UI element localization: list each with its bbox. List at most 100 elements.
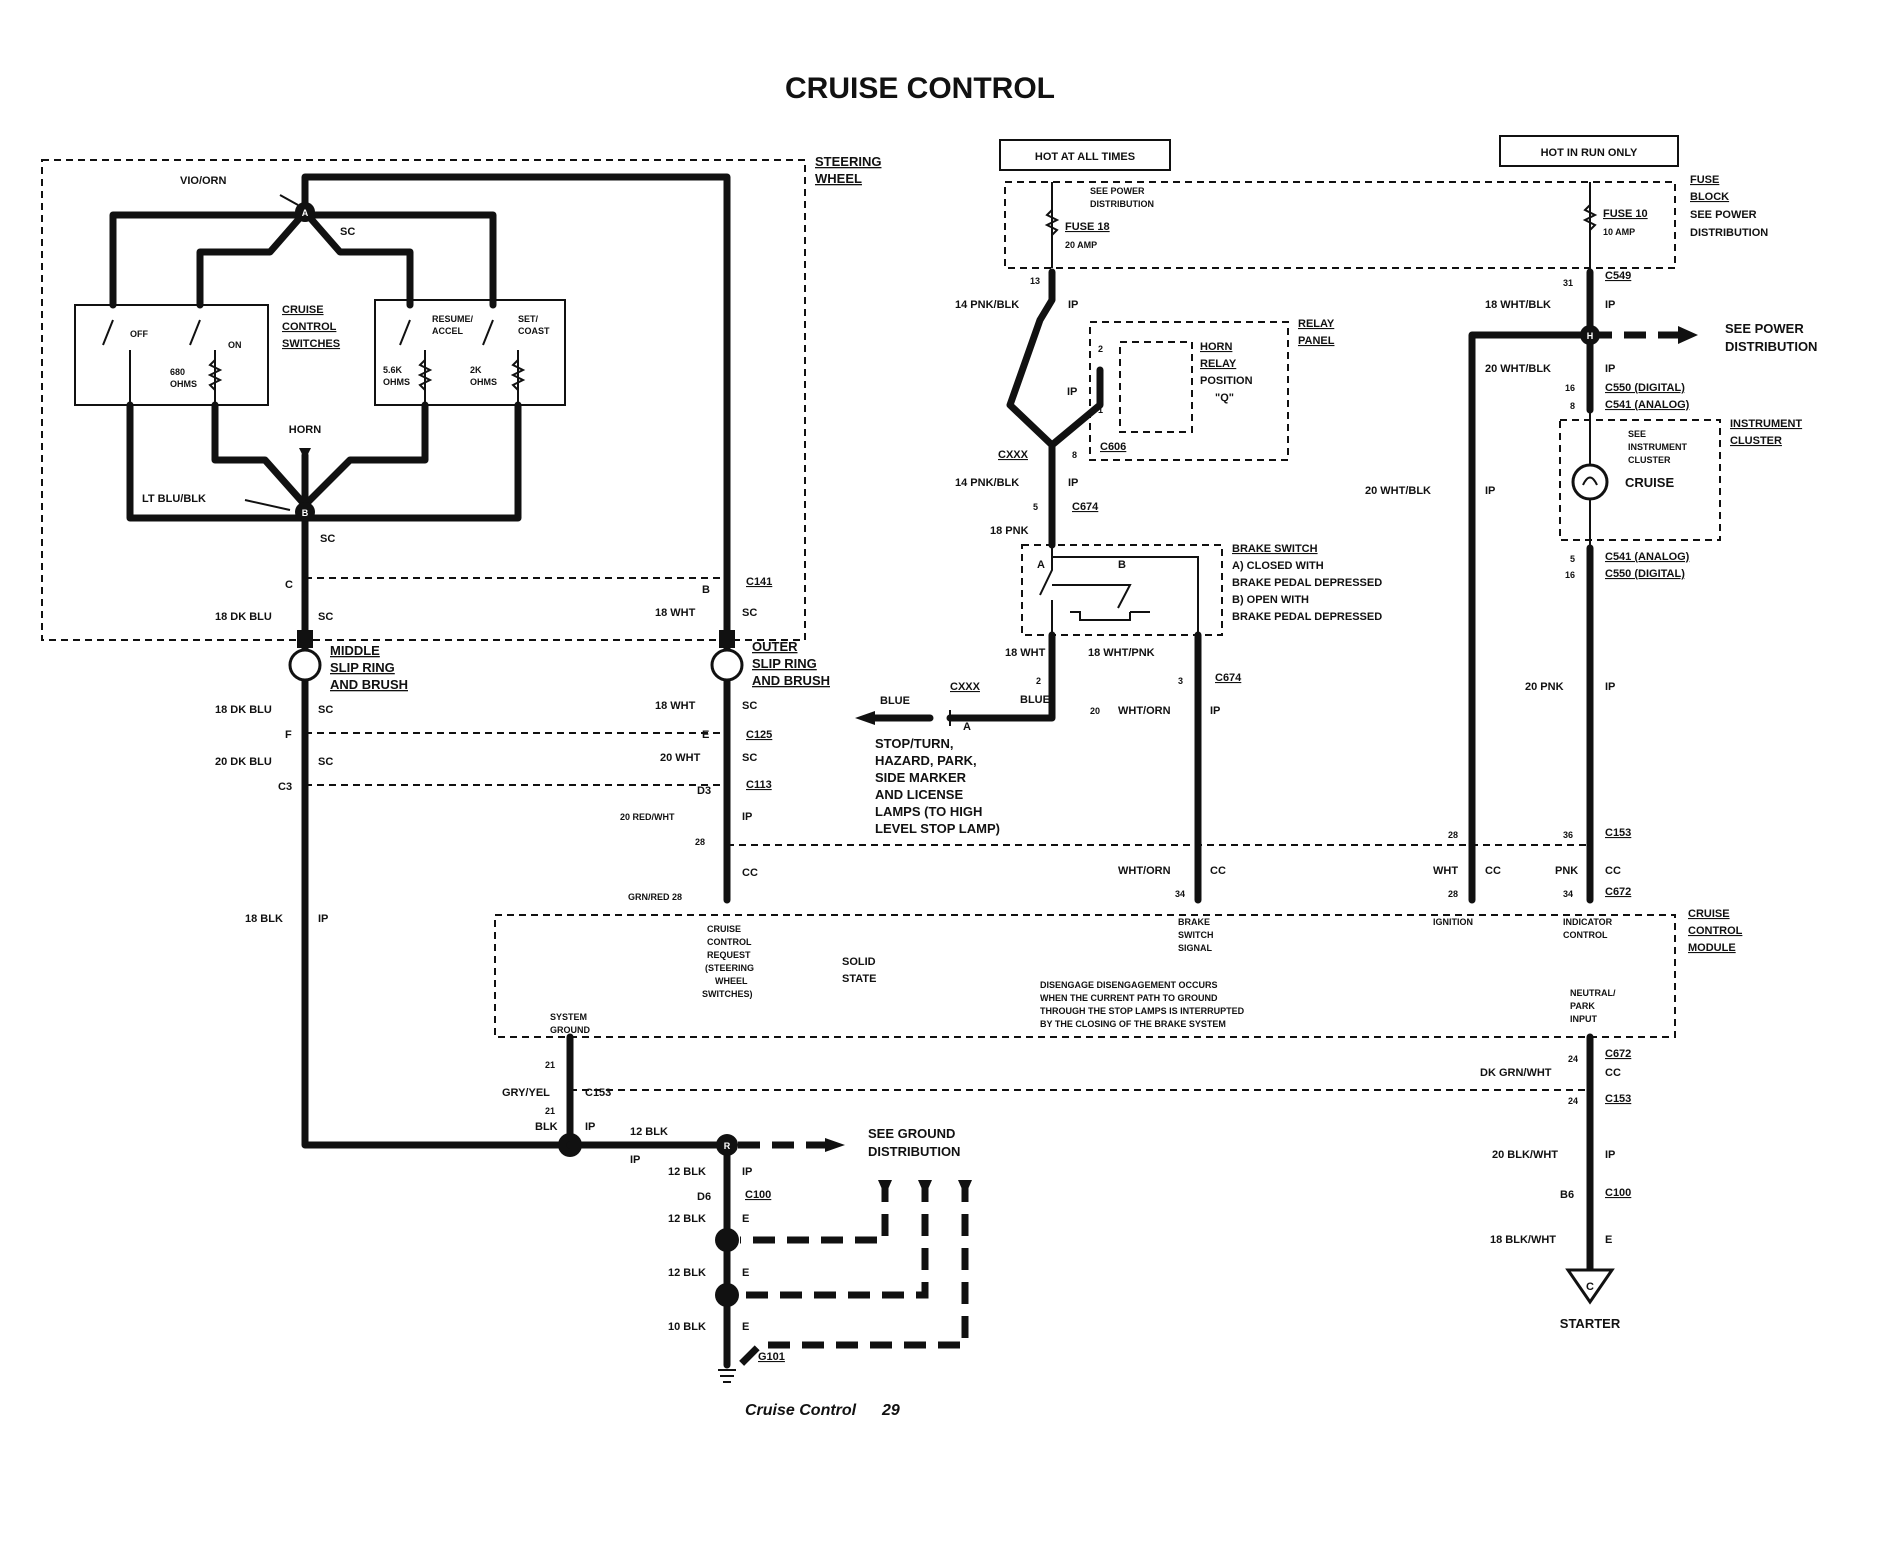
lamps-line-1: STOP/TURN, xyxy=(875,736,954,751)
cluster-pin-5: 5 xyxy=(1570,554,1575,564)
see-power-small-1: SEE POWER xyxy=(1090,186,1145,196)
indicator-label-1: INDICATOR xyxy=(1563,917,1613,927)
c674-label-a: C674 xyxy=(1072,501,1099,513)
relay-panel-label-2: PANEL xyxy=(1298,335,1335,347)
splice-b xyxy=(295,502,315,522)
cluster-see-2: INSTRUMENT xyxy=(1628,442,1687,452)
wire-12-blk-d: 12 BLK xyxy=(668,1267,706,1279)
starter-connector xyxy=(1565,1268,1615,1305)
brake-wire-18-wht: 18 WHT xyxy=(1005,647,1046,659)
ip-label-starter: IP xyxy=(1605,1149,1615,1161)
b6-label: B6 xyxy=(1560,1189,1574,1201)
module-title-2: CONTROL xyxy=(1688,925,1743,937)
footer-title: Cruise Control xyxy=(745,1402,857,1419)
cc-label-a: CC xyxy=(742,867,758,879)
svg-text:A: A xyxy=(302,208,309,218)
cruise-on-off-switch-box xyxy=(74,304,269,406)
cruise-control-module-boundary xyxy=(494,914,1676,1038)
c541-label-b: C541 (ANALOG) xyxy=(1605,551,1690,563)
cluster-see-3: CLUSTER xyxy=(1628,455,1671,465)
c113-label: C113 xyxy=(746,779,772,791)
wire-18-blk: 18 BLK xyxy=(245,913,283,925)
ip-label-h: IP xyxy=(1605,681,1615,693)
lamps-line-3: SIDE MARKER xyxy=(875,770,967,785)
disengage-line-1: DISENGAGE DISENGAGEMENT OCCURS xyxy=(1040,980,1218,990)
neutral-label-1: NEUTRAL/ xyxy=(1570,988,1616,998)
middle-slip-label-1: MIDDLE xyxy=(330,643,380,658)
brake-pin-34: 34 xyxy=(1175,889,1185,899)
sc-label-c: SC xyxy=(318,704,333,716)
wire-14-pnk-blk-a: 14 PNK/BLK xyxy=(955,299,1019,311)
disengage-line-3: THROUGH THE STOP LAMPS IS INTERRUPTED xyxy=(1040,1006,1245,1016)
see-ground-1: SEE GROUND xyxy=(868,1126,955,1141)
pin-31: 31 xyxy=(1563,278,1573,288)
wire-10-blk: 10 BLK xyxy=(668,1321,706,1333)
outer-slip-ring-brush xyxy=(719,630,735,648)
brake-signal-1: BRAKE xyxy=(1178,917,1210,927)
wire-12-blk-a: 12 BLK xyxy=(630,1126,668,1138)
horn-relay-label-3: POSITION xyxy=(1200,375,1253,387)
c141-label: C141 xyxy=(746,576,772,588)
outer-slip-label-3: AND BRUSH xyxy=(752,673,830,688)
wire-14-pnk-blk-b: 14 PNK/BLK xyxy=(955,477,1019,489)
cruise-indicator-label: CRUISE xyxy=(1625,475,1674,490)
ip-label-b: IP xyxy=(318,913,328,925)
starter-pin-24-a: 24 xyxy=(1568,1054,1578,1064)
r56k-ohms: OHMS xyxy=(383,377,410,387)
svg-text:C: C xyxy=(1586,1281,1594,1293)
wire-18-wht-a: 18 WHT xyxy=(655,607,696,619)
cxxx-label-b: CXXX xyxy=(950,681,981,693)
wire-18-wht-blk: 18 WHT/BLK xyxy=(1485,299,1551,311)
ip-label-f: IP xyxy=(1068,477,1078,489)
wire-18-dk-blu-b: 18 DK BLU xyxy=(215,704,272,716)
c674-label-b: C674 xyxy=(1215,672,1242,684)
brake-switch-section: BRAKE SWITCH A) CLOSED WITH BRAKE PEDAL … xyxy=(855,543,1382,904)
wire-18-wht-b: 18 WHT xyxy=(655,700,696,712)
r680-ohms: OHMS xyxy=(170,379,197,389)
steering-wheel-section: STEERING WHEEL A B VIO/ORN SC HORN LT BL… xyxy=(41,154,881,641)
accel-label: ACCEL xyxy=(432,326,464,336)
cruise-indicator-lamp xyxy=(1571,463,1609,501)
splice-h xyxy=(1580,325,1600,345)
r2k-ohms: OHMS xyxy=(470,377,497,387)
sc-label-top: SC xyxy=(340,226,355,238)
horn-relay-label-2: RELAY xyxy=(1200,358,1237,370)
horn-relay-section: RELAY PANEL HORN RELAY POSITION "Q" 2 1 … xyxy=(955,318,1335,537)
cluster-label-2: CLUSTER xyxy=(1730,435,1782,447)
fuse-10-amp: 10 AMP xyxy=(1603,227,1635,237)
module-pin-34: 34 xyxy=(1563,889,1573,899)
wire-12-blk-b: 12 BLK xyxy=(668,1166,706,1178)
horn-label: HORN xyxy=(289,424,321,436)
c153-label-starter: C153 xyxy=(1605,1093,1631,1105)
on-label: ON xyxy=(228,340,242,350)
conn-e-label: E xyxy=(702,729,709,741)
blue-label-b: BLUE xyxy=(1020,694,1050,706)
brake-desc-3: B) OPEN WITH xyxy=(1232,594,1309,606)
cluster-pin-16b: 16 xyxy=(1565,570,1575,580)
request-line-5: WHEEL xyxy=(715,976,748,986)
e-label-ground-a: E xyxy=(742,1213,749,1225)
wire-20-red-wht: 20 RED/WHT xyxy=(620,812,675,822)
e-label-ground-c: E xyxy=(742,1321,749,1333)
svg-text:H: H xyxy=(1587,331,1594,341)
starter-pin-24-b: 24 xyxy=(1568,1096,1578,1106)
steering-wheel-label: STEERING xyxy=(815,154,881,169)
c125-label: C125 xyxy=(746,729,772,741)
request-line-3: REQUEST xyxy=(707,950,751,960)
conn-c-label: C xyxy=(285,579,293,591)
request-line-2: CONTROL xyxy=(707,937,752,947)
c3-label: C3 xyxy=(278,781,292,793)
c153-label-a: C153 xyxy=(1605,827,1631,839)
dk-grn-wht-label: DK GRN/WHT xyxy=(1480,1067,1552,1079)
hot-at-all-times-label: HOT AT ALL TIMES xyxy=(1035,151,1135,163)
ground-section: R SEE GROUND DISTRIBUTION 21 GRY/YEL C15… xyxy=(502,1033,1590,1383)
brake-switch-boundary xyxy=(1021,544,1223,636)
c153-label-ground: C153 xyxy=(585,1087,611,1099)
conn-a-label: A xyxy=(963,721,971,733)
diagram-title: CRUISE CONTROL xyxy=(785,72,1055,105)
ip-label-ground-c: IP xyxy=(742,1166,752,1178)
module-pin-28-b: 28 xyxy=(1448,889,1458,899)
conn-b-label: B xyxy=(702,584,710,596)
switch-label-2: CONTROL xyxy=(282,321,337,333)
